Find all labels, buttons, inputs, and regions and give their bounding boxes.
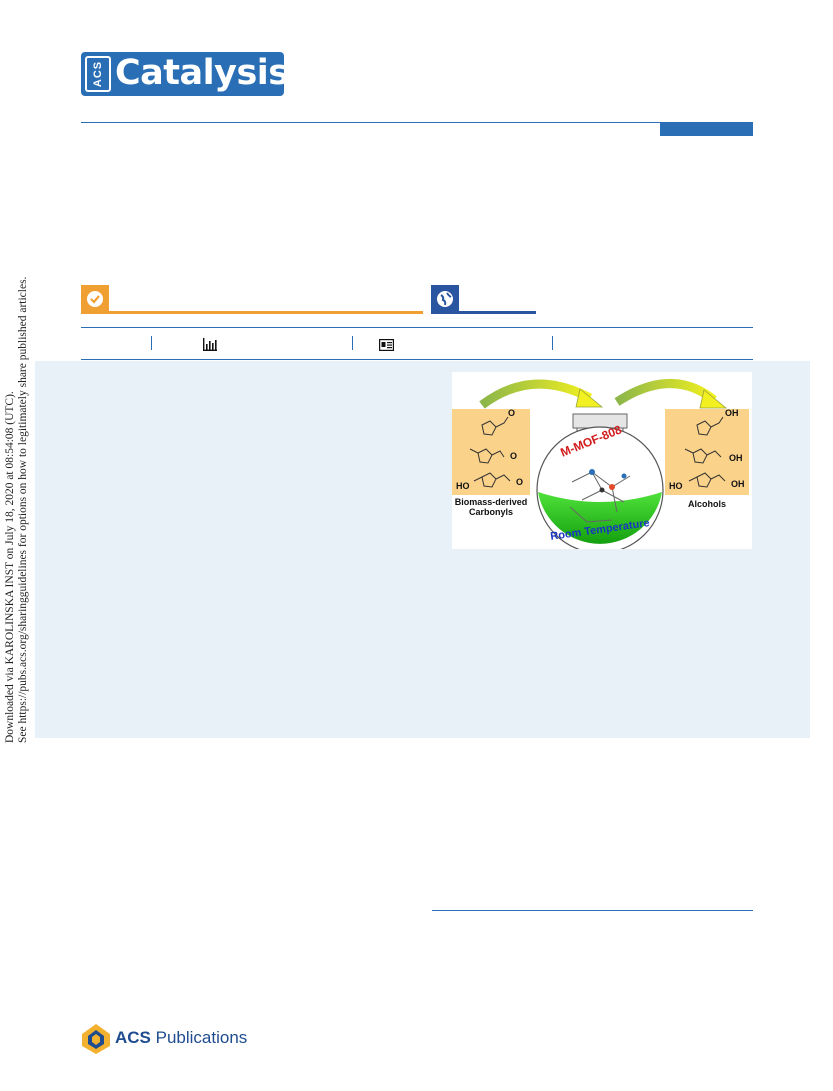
logo-acs-text: ACS — [92, 60, 104, 88]
download-notice-line2: See https://pubs.acs.org/sharingguidelin… — [17, 276, 29, 743]
publisher-name-bold: ACS — [115, 1028, 151, 1047]
carbonyls-caption: Biomass-derived Carbonyls — [452, 497, 530, 517]
carbonyls-caption-line1: Biomass-derived — [454, 497, 528, 507]
download-notice: Downloaded via KAROLINSKA INST on July 1… — [4, 277, 29, 743]
globe-icon — [437, 291, 453, 307]
header-rule — [81, 122, 753, 123]
alcohol-oh-label: OH — [729, 453, 743, 463]
metrics-top-rule — [81, 327, 753, 328]
open-badge-rule — [431, 311, 536, 314]
download-notice-line1: Downloaded via KAROLINSKA INST on July 1… — [4, 391, 16, 743]
metrics-separator — [552, 336, 553, 350]
carbonyl-structures — [469, 416, 511, 488]
alcohol-oh-label: OH — [725, 408, 739, 418]
alcohol-ho-label: HO — [669, 481, 683, 491]
open-access-badge[interactable] — [431, 285, 459, 313]
publisher-logo[interactable]: ACS Publications — [80, 1022, 250, 1056]
carbonyl-ho-label: HO — [456, 481, 470, 491]
carbonyl-o-label: O — [508, 408, 516, 418]
alcohols-caption: Alcohols — [687, 499, 726, 509]
bar-chart-icon[interactable] — [203, 338, 217, 351]
cite-badge-rule — [81, 311, 423, 314]
carbonyls-panel: O O O HO — [452, 408, 530, 495]
publisher-name-rest: Publications — [150, 1028, 248, 1047]
metrics-bottom-rule — [81, 359, 753, 360]
footer-rule — [432, 910, 753, 911]
alcohol-oh-label: OH — [731, 479, 745, 489]
metrics-separator — [151, 336, 152, 350]
carbonyl-o-label: O — [516, 477, 524, 487]
checkmark-icon — [87, 291, 103, 307]
carbonyl-o-label: O — [510, 451, 518, 461]
article-icon[interactable] — [379, 339, 394, 351]
logo-journal-name: Catalysis — [115, 53, 289, 93]
journal-logo[interactable]: ACS Catalysis — [81, 52, 289, 96]
cite-this-badge[interactable] — [81, 285, 109, 313]
flask-illustration — [479, 379, 728, 549]
toc-graphic[interactable]: O O O HO Biomass-derived Carbonyls OH OH… — [452, 372, 752, 549]
carbonyls-caption-line2: Carbonyls — [468, 507, 513, 517]
metrics-separator — [352, 336, 353, 350]
alcohol-structures — [684, 416, 726, 488]
alcohols-panel: OH OH OH HO — [665, 408, 749, 495]
article-type-tab — [660, 122, 753, 136]
logo-acs-box: ACS — [85, 56, 111, 92]
publisher-emblem-icon — [82, 1024, 110, 1054]
publisher-name: ACS Publications — [115, 1028, 247, 1048]
